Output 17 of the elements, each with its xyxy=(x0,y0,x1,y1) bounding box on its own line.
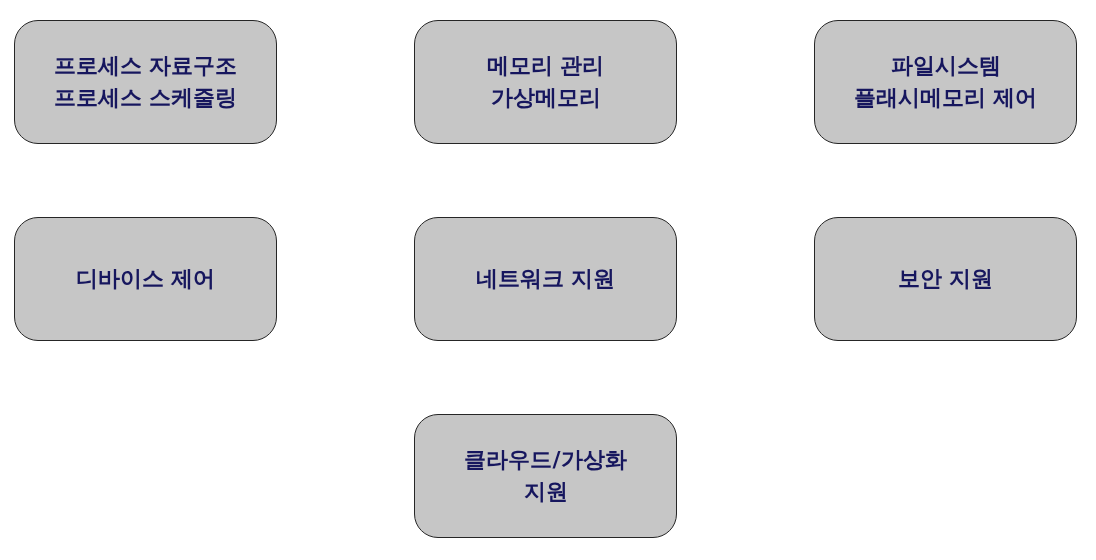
rounded-box xyxy=(814,20,1077,144)
rounded-box xyxy=(14,20,277,144)
box-label: 프로세스 스케줄링 xyxy=(53,84,238,112)
box-label: 클라우드/가상화 지원 xyxy=(463,446,628,506)
box-label: 보안 지원 xyxy=(897,265,994,293)
box-label: 가상메모리 xyxy=(490,84,601,112)
box-label: 프로세스 자료구조 xyxy=(53,52,238,80)
rounded-box xyxy=(414,217,677,341)
rounded-box xyxy=(414,20,677,144)
box-label: 네트워크 지원 xyxy=(475,265,616,293)
box-label: 파일시스템 xyxy=(890,52,1001,80)
box-label: 디바이스 제어 xyxy=(75,265,216,293)
rounded-box xyxy=(14,217,277,341)
rounded-box xyxy=(414,414,677,538)
box-label: 플래시메모리 제어 xyxy=(853,84,1038,112)
rounded-box xyxy=(814,217,1077,341)
box-label: 메모리 관리 xyxy=(486,52,605,80)
